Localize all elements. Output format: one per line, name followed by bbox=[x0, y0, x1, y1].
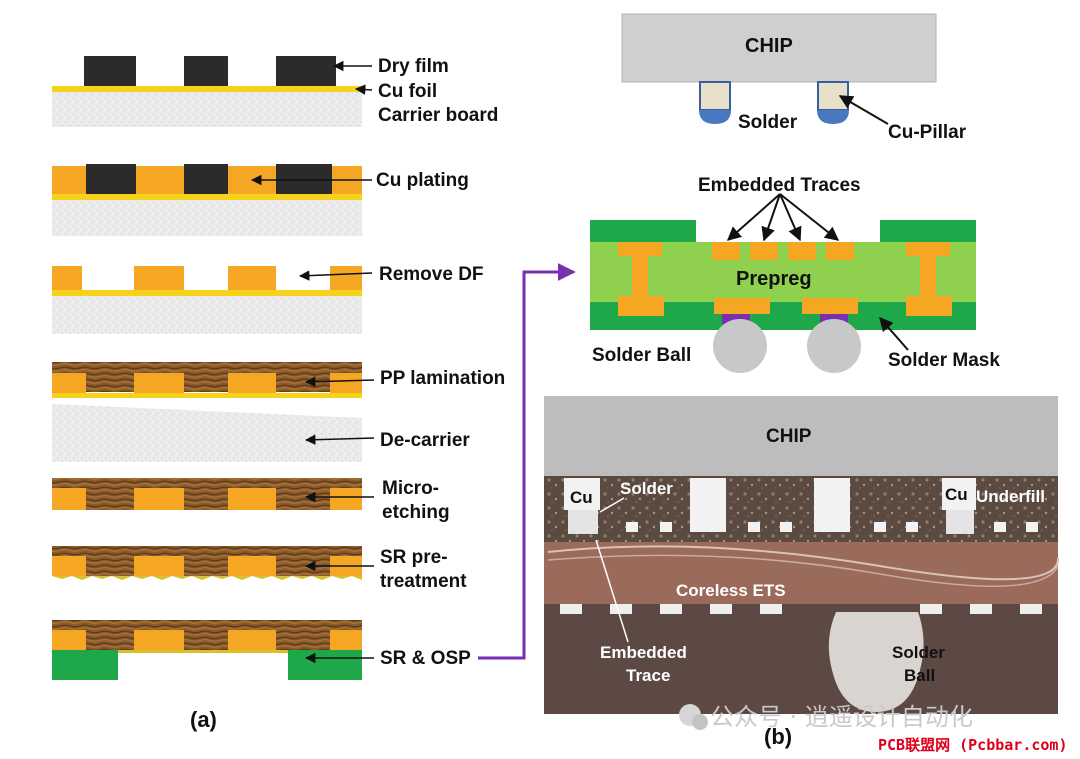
step-cu-plating bbox=[52, 164, 362, 236]
label-micro-underfill: Underfill bbox=[976, 487, 1045, 506]
caption-b: (b) bbox=[764, 724, 792, 749]
label-chip-top: CHIP bbox=[745, 35, 793, 57]
label-sr-pre-1: SR pre- bbox=[380, 547, 448, 568]
watermark: 公众号 · 逍遥设计自动化 PCB联盟网 (Pcbbar.com) bbox=[679, 703, 1068, 754]
step-micro-etching bbox=[52, 478, 362, 510]
label-embedded-trace-2: Trace bbox=[626, 666, 670, 685]
step-sr-pretreatment bbox=[52, 546, 362, 580]
step-dry-film bbox=[52, 56, 362, 127]
caption-a: (a) bbox=[190, 707, 217, 732]
bottom-layer bbox=[544, 604, 1058, 714]
watermark-site: PCB联盟网 (Pcbbar.com) bbox=[878, 736, 1068, 754]
label-embedded-trace-1: Embedded bbox=[600, 643, 687, 662]
label-cu-plating: Cu plating bbox=[376, 170, 469, 191]
step-sr-osp bbox=[52, 620, 362, 680]
label-dry-film: Dry film bbox=[378, 56, 449, 77]
panel-a-labels: Dry film Cu foil Carrier board Cu platin… bbox=[250, 56, 505, 669]
cu-pillar-right bbox=[817, 81, 849, 124]
label-cu-pillar: Cu-Pillar bbox=[888, 122, 967, 143]
label-prepreg: Prepreg bbox=[736, 268, 812, 290]
panel-b-micrograph: CHIP Cu Solder Cu Underfill bbox=[544, 396, 1060, 714]
label-de-carrier: De-carrier bbox=[380, 430, 470, 451]
label-remove-df: Remove DF bbox=[379, 264, 484, 285]
panel-b-schematic: CHIP Solder Cu-Pillar Embedded Traces bbox=[590, 13, 1000, 373]
solder-ball-right bbox=[807, 319, 861, 373]
label-micro-etching-2: etching bbox=[382, 502, 450, 523]
label-sr-osp: SR & OSP bbox=[380, 648, 471, 669]
label-micro-cu-right: Cu bbox=[945, 485, 968, 504]
label-carrier-board: Carrier board bbox=[378, 105, 498, 126]
label-solder-ball: Solder Ball bbox=[592, 345, 691, 366]
label-solder: Solder bbox=[738, 112, 798, 133]
coreless-ets-layer bbox=[544, 542, 1058, 604]
label-pp-lamination: PP lamination bbox=[380, 368, 505, 389]
label-micro-solder: Solder bbox=[620, 479, 673, 498]
label-micro-solder-ball-2: Ball bbox=[904, 666, 935, 685]
label-micro-cu-left: Cu bbox=[570, 488, 593, 507]
label-micro-chip: CHIP bbox=[766, 426, 812, 447]
step-remove-df bbox=[52, 266, 362, 334]
micro-solder-ball bbox=[828, 612, 924, 712]
label-embedded-traces: Embedded Traces bbox=[698, 175, 861, 196]
label-coreless-ets: Coreless ETS bbox=[676, 581, 786, 600]
panel-a: Dry film Cu foil Carrier board Cu platin… bbox=[52, 56, 505, 732]
chip-block bbox=[621, 13, 937, 83]
cu-pillar-left bbox=[699, 81, 731, 124]
flow-arrow bbox=[478, 263, 576, 660]
step-pp-lamination bbox=[52, 362, 362, 462]
watermark-text: 公众号 · 逍遥设计自动化 bbox=[710, 703, 973, 731]
label-cu-foil: Cu foil bbox=[378, 81, 437, 102]
label-sr-pre-2: treatment bbox=[380, 571, 467, 592]
label-micro-solder-ball-1: Solder bbox=[892, 643, 945, 662]
ets-substrate bbox=[590, 220, 976, 330]
micro-chip bbox=[544, 396, 1058, 476]
label-solder-mask: Solder Mask bbox=[888, 350, 1000, 371]
solder-ball-left bbox=[713, 319, 767, 373]
label-micro-etching-1: Micro- bbox=[382, 478, 439, 499]
